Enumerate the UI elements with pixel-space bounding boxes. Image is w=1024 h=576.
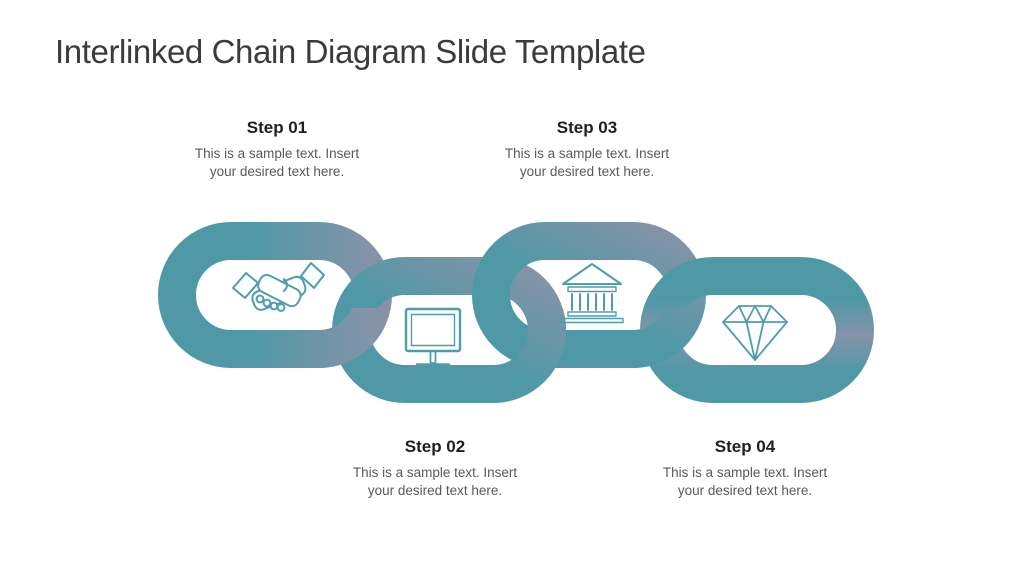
diamond-icon [722, 305, 788, 361]
slide-title: Interlinked Chain Diagram Slide Template [55, 33, 646, 70]
step-4-label: Step 04 [714, 437, 776, 456]
computer-monitor-icon [404, 307, 462, 366]
step-1-label: Step 01 [246, 118, 308, 137]
bank-building-icon [560, 263, 624, 324]
step-2-label: Step 02 [404, 437, 466, 456]
handshake-icon [232, 262, 325, 312]
step-3-label: Step 03 [556, 118, 618, 137]
